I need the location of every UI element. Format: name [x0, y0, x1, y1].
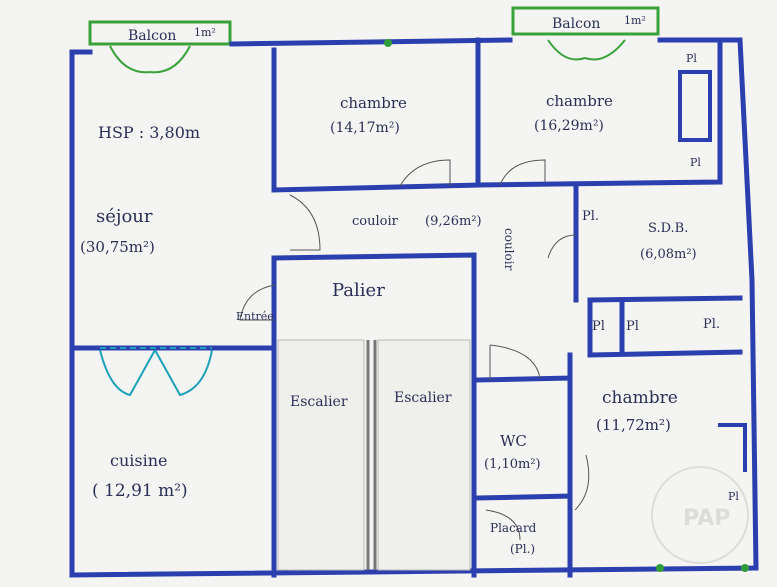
wc-name: WC: [500, 432, 527, 450]
escalier-left-label: Escalier: [290, 394, 348, 410]
entree-label: Entrée: [236, 310, 274, 323]
watermark: PAP: [651, 466, 749, 564]
closet-label-5: Pl: [626, 319, 639, 334]
watermark-logo: PAP: [683, 506, 730, 531]
closet-label-4: Pl: [592, 319, 605, 334]
stairs: [277, 339, 471, 571]
doors: [239, 159, 590, 541]
chambre1-area: (14,17m²): [330, 120, 400, 136]
wc-area: (1,10m²): [484, 457, 541, 472]
sdb-area: (6,08m²): [640, 247, 697, 262]
couloir-vertical-label: couloir: [502, 228, 516, 271]
closet-labels: Pl Pl Pl. Pl Pl Pl. Pl: [582, 52, 739, 503]
closet-label-1: Pl: [686, 52, 697, 65]
balcony-left-label: Balcon: [128, 28, 176, 44]
closet-label-7: Pl: [728, 490, 739, 503]
closet-label-2: Pl: [690, 156, 701, 169]
chambre3-area: (11,72m²): [596, 416, 671, 434]
balcony-right-area: 1m²: [624, 14, 646, 27]
placard-name: Placard: [490, 521, 537, 535]
cuisine-area: ( 12,91 m²): [92, 481, 188, 501]
closet-label-3: Pl.: [582, 209, 599, 224]
escalier-right-label: Escalier: [394, 390, 452, 406]
sdb-name: S.D.B.: [648, 221, 688, 236]
chambre2-name: chambre: [546, 92, 613, 110]
sejour-area: (30,75m²): [80, 238, 155, 256]
couloir-area: (9,26m²): [425, 214, 482, 229]
couloir-name: couloir: [352, 214, 399, 229]
chambre3-name: chambre: [602, 388, 678, 408]
closet-label-6: Pl.: [703, 317, 720, 332]
chambre2-area: (16,29m²): [534, 118, 604, 134]
balcony-left-area: 1m²: [194, 26, 216, 39]
placard-sub: (Pl.): [510, 542, 535, 556]
balcony-right-label: Balcon: [552, 16, 600, 32]
kitchen-door: [99, 347, 213, 397]
sejour-name: séjour: [96, 206, 153, 227]
palier-label: Palier: [332, 280, 385, 301]
balcony-right: Balcon 1m²: [511, 6, 660, 61]
window-markers: [384, 39, 749, 572]
chambre1-name: chambre: [340, 94, 407, 112]
ceiling-height: HSP : 3,80m: [98, 123, 200, 142]
cuisine-name: cuisine: [110, 451, 167, 470]
balcony-left: Balcon 1m²: [88, 20, 232, 74]
